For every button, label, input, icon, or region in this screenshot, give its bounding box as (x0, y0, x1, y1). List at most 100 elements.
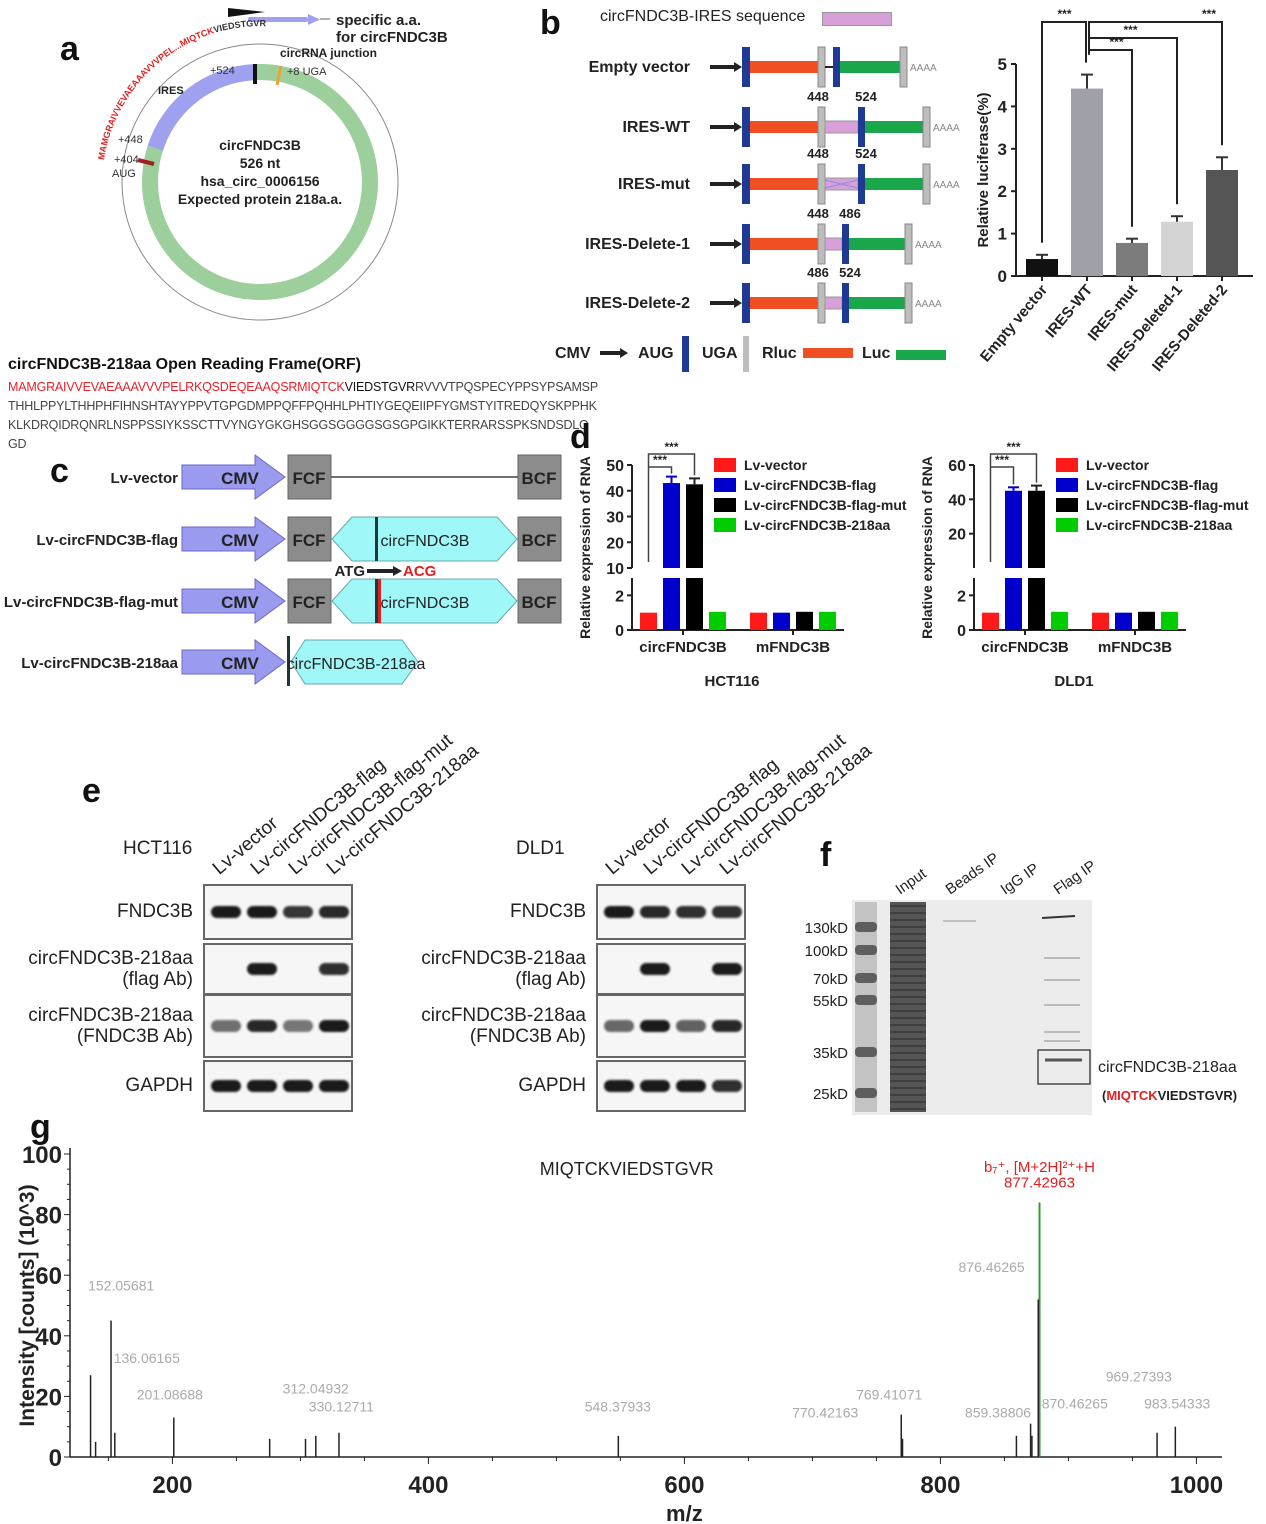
position-label: 524 (839, 265, 861, 280)
start-codon-marker (375, 517, 378, 561)
y-tick-label: 2 (957, 588, 966, 605)
peptide-label: (MIQTCKVIEDSTGVR) (1102, 1088, 1237, 1103)
position-label: 448 (807, 146, 829, 161)
y-tick-label: 40 (606, 484, 624, 501)
aug-marker (742, 107, 750, 147)
bar (1116, 242, 1148, 276)
input-lane (890, 902, 926, 1112)
ires-segment (824, 237, 843, 251)
y-tick-label: 0 (998, 267, 1007, 286)
gel-lane-label: Beads IP (943, 849, 1003, 898)
uga-marker (904, 282, 913, 324)
panel-label-b: b (540, 4, 561, 42)
orf-sequence: MAMGRAIVVEVAEAAAVVVPELRKQSDEQEAAQSRMIQTC… (8, 380, 598, 451)
luc-segment (840, 61, 900, 73)
aug-marker (742, 224, 750, 264)
y-tick-label: 5 (998, 55, 1007, 74)
y-tick-label: 0 (957, 623, 966, 640)
peak-label: 330.12711 (309, 1399, 374, 1415)
polya-label: AAAA (933, 123, 960, 134)
y-axis-title: Relative luciferase(%) (975, 92, 992, 247)
y-axis-title: Relative expression of RNA (919, 456, 935, 639)
fcf-label: FCF (292, 593, 325, 612)
luc-segment (849, 297, 905, 309)
aug-marker (742, 283, 750, 323)
significance-label: *** (653, 453, 667, 467)
protein-band (247, 906, 277, 918)
fcf-box (287, 578, 332, 624)
protein-band (604, 1080, 634, 1092)
blot-strip (596, 943, 746, 995)
fcf-box (287, 516, 332, 562)
y-tick-label: 60 (948, 458, 966, 475)
bcf-box (517, 516, 562, 562)
x-tick-label: 600 (664, 1472, 704, 1499)
y-tick-label: 0 (49, 1445, 62, 1472)
protein-band (319, 1080, 349, 1092)
rluc-segment (750, 121, 818, 133)
protein-band (211, 1020, 241, 1032)
legend-swatch (714, 498, 736, 512)
bcf-label: BCF (522, 469, 557, 488)
protein-band (283, 1020, 313, 1032)
protein-band (676, 906, 706, 918)
position-label: 486 (807, 265, 829, 280)
rluc-segment (750, 178, 818, 190)
blot-row-label: circFNDC3B-218aa(flag Ab) (28, 948, 193, 990)
y-tick-label: 30 (606, 510, 624, 527)
x-tick-label: 800 (920, 1472, 960, 1499)
cmv-label: CMV (221, 654, 259, 673)
legend-swatch (714, 458, 736, 472)
y-tick-label: 40 (948, 492, 966, 509)
ires-segment (824, 120, 859, 134)
bar (773, 612, 790, 630)
bar-lower (1005, 578, 1022, 630)
direction-arrow-icon (228, 8, 265, 17)
gel-background (852, 900, 1092, 1115)
peak-label: 983.54333 (1144, 1396, 1210, 1412)
pos-448-label: +448 (118, 134, 143, 146)
aug-marker (833, 47, 840, 87)
uga-marker (904, 223, 913, 265)
peak-label: 769.41071 (856, 1386, 922, 1402)
aug-marker (842, 283, 849, 323)
outer-circle (121, 43, 399, 321)
cmv-promoter-arrow-icon (181, 516, 286, 562)
uga-marker (817, 106, 826, 148)
mutation-from: ATG (334, 563, 365, 580)
ires-legend-swatch (822, 12, 892, 26)
cmv-promoter-arrow-icon (181, 454, 286, 500)
legend-aug: AUG (638, 345, 674, 362)
blot-strip (203, 994, 353, 1058)
legend-rluc: Rluc (762, 345, 797, 362)
protein-band (319, 1020, 349, 1032)
bar (1138, 611, 1155, 630)
blot-strip (596, 884, 746, 940)
peak-label: 770.42163 (792, 1405, 858, 1421)
peak-label: 136.06165 (114, 1350, 180, 1366)
bar (982, 612, 999, 630)
y-tick-label: 3 (998, 140, 1007, 159)
cmv-promoter-arrow-icon (181, 578, 286, 624)
cmv-label: CMV (221, 469, 259, 488)
bar-upper (663, 483, 680, 568)
start-codon-marker (287, 636, 290, 686)
x-tick-label: Empty vector (977, 282, 1051, 366)
protein-band (604, 1020, 634, 1032)
panel-label-d: d (570, 418, 591, 456)
chart-title: HCT116 (704, 673, 759, 690)
bar (1026, 259, 1058, 276)
fcf-label: FCF (292, 469, 325, 488)
construct-label: Lv-vector (110, 470, 178, 487)
lane-label: Lv-circFNDC3B-flag-mut (284, 730, 457, 880)
legend-label: Lv-circFNDC3B-flag (744, 477, 876, 493)
protein-band (211, 906, 241, 918)
uga-marker (817, 163, 826, 205)
bcf-label: BCF (522, 593, 557, 612)
legend-cmv: CMV (555, 345, 591, 362)
x-tick-label: 200 (152, 1472, 192, 1499)
y-tick-label: 10 (606, 561, 624, 578)
rluc-segment (750, 238, 818, 250)
y-tick-label: 50 (606, 458, 624, 475)
